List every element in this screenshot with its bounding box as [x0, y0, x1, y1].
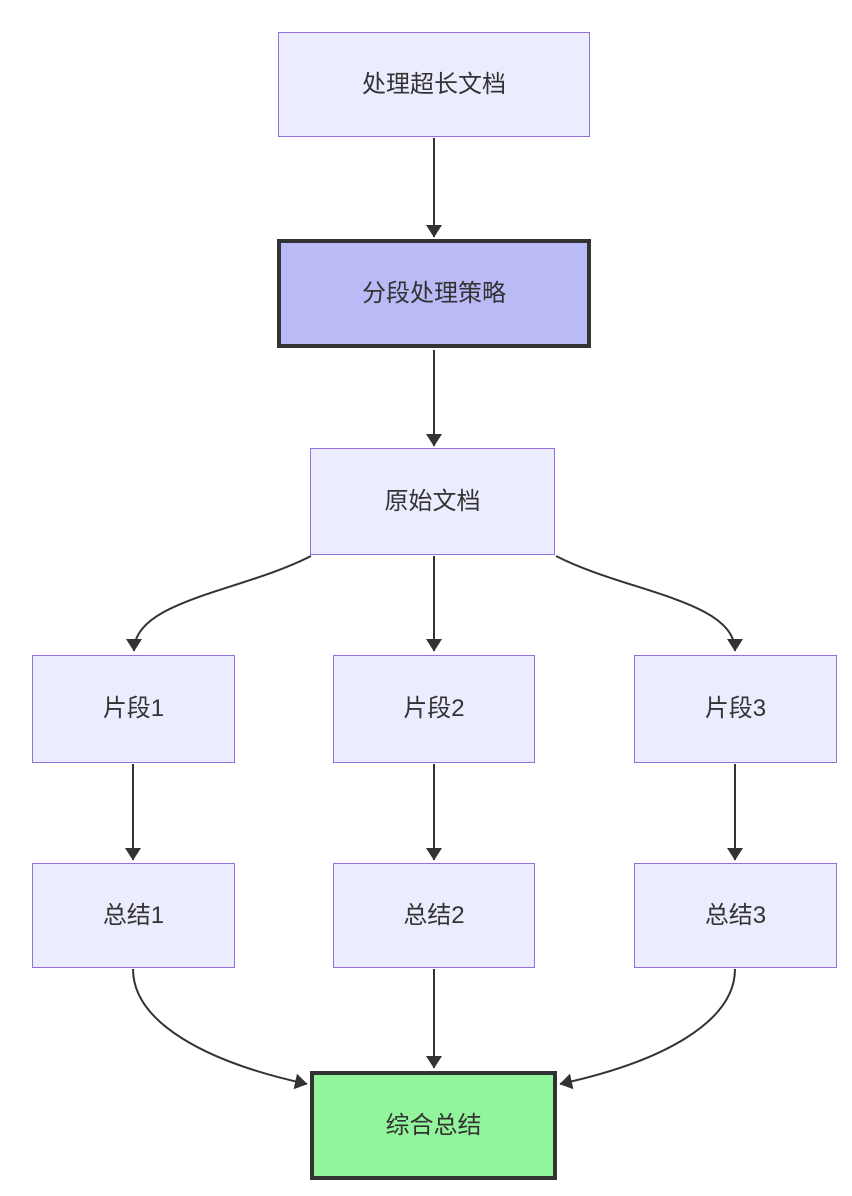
edge-sum1-final: [132, 968, 308, 1090]
edge-doc-seg1: [126, 555, 312, 652]
node-label: 片段3: [704, 695, 767, 723]
edge-doc-seg3: [555, 555, 743, 652]
node-final-summary: 综合总结: [310, 1071, 557, 1180]
edge-sum3-final: [559, 968, 736, 1090]
node-label: 综合总结: [385, 1111, 482, 1139]
node-summary-2: 总结2: [333, 863, 535, 968]
node-summary-1: 总结1: [32, 863, 235, 968]
node-label: 片段1: [102, 695, 165, 723]
node-segment-3: 片段3: [634, 655, 837, 763]
node-summary-3: 总结3: [634, 863, 837, 968]
node-segmentation-strategy: 分段处理策略: [277, 239, 591, 348]
node-label: 总结1: [102, 901, 165, 929]
node-label: 分段处理策略: [362, 279, 506, 307]
node-label: 原始文档: [384, 487, 481, 515]
node-label: 总结2: [403, 901, 465, 929]
node-label: 处理超长文档: [362, 70, 506, 98]
node-segment-1: 片段1: [32, 655, 235, 763]
node-segment-2: 片段2: [333, 655, 535, 763]
node-label: 片段2: [403, 695, 465, 723]
node-original-document: 原始文档: [310, 448, 555, 555]
node-process-long-doc: 处理超长文档: [278, 32, 590, 137]
node-label: 总结3: [704, 901, 767, 929]
